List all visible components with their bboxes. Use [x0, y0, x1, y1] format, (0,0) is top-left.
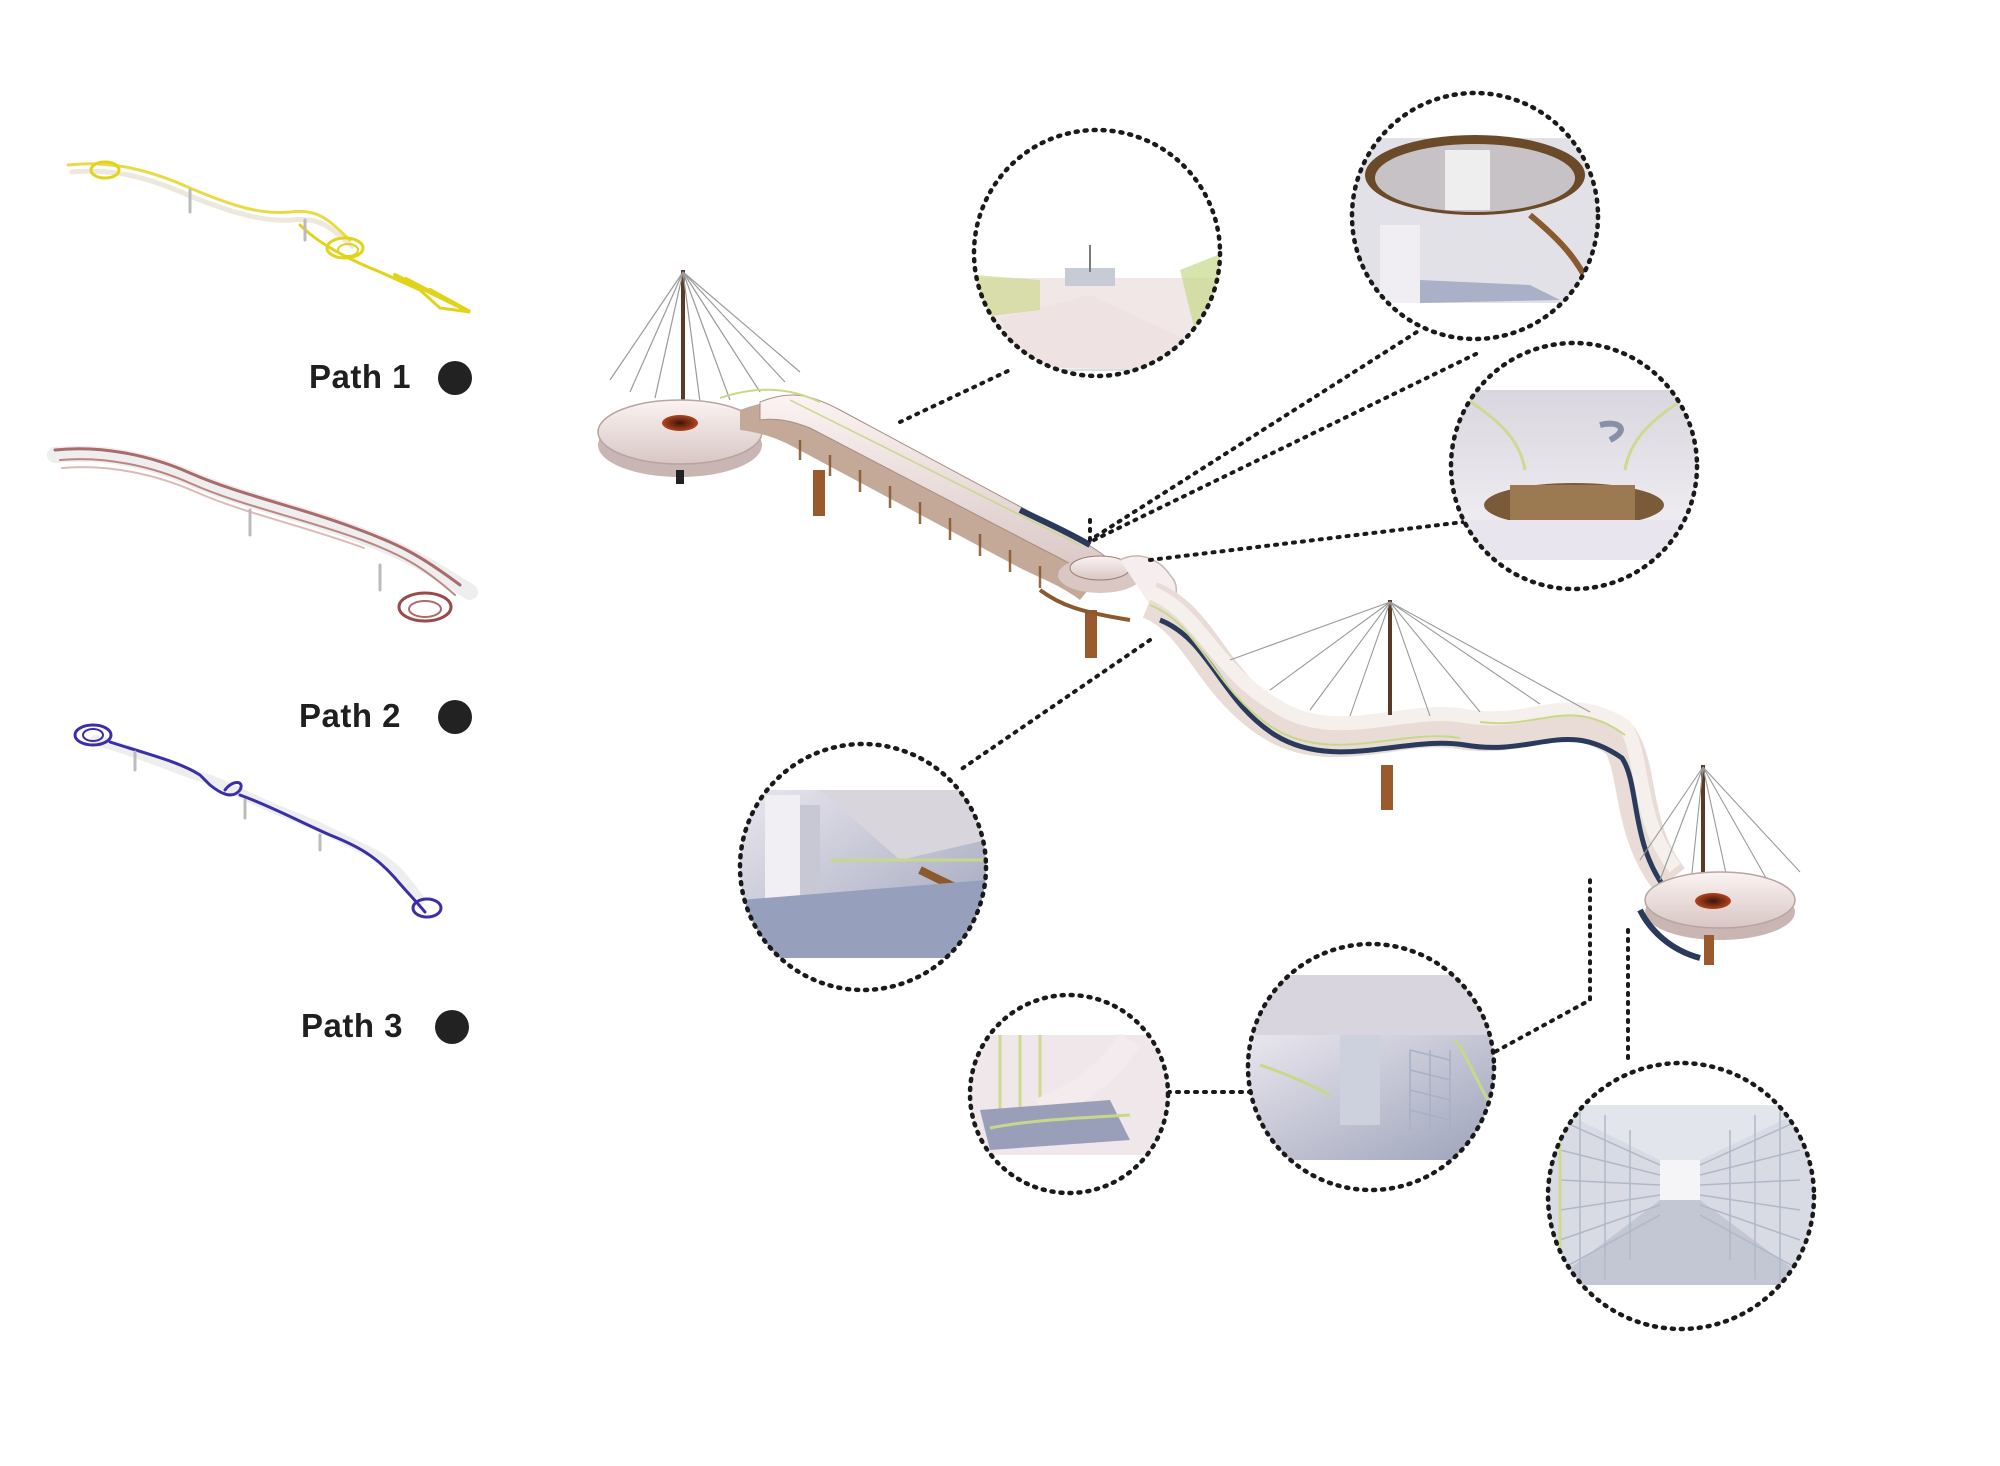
path-2-dot	[438, 700, 472, 734]
path-3-sketch	[73, 723, 443, 919]
view-under-ring	[1349, 90, 1601, 342]
left-mast	[609, 270, 801, 425]
view-deck-perspective	[971, 127, 1223, 379]
left-ring-platform	[597, 399, 763, 484]
pier-1	[813, 470, 825, 516]
left-main-deck	[719, 388, 1111, 600]
view-side-railing	[967, 992, 1171, 1196]
path-2-sketch	[47, 445, 478, 623]
path-2-label: Path 2	[299, 697, 402, 734]
path-1-dot	[438, 361, 472, 395]
leader-lines	[898, 328, 1630, 1094]
view-tunnel-screen	[1245, 941, 1497, 1193]
mid-mast	[1229, 600, 1591, 717]
path-3-dot	[435, 1010, 469, 1044]
view-lattice-corridor	[1545, 1060, 1817, 1332]
pier-2	[1085, 610, 1097, 658]
right-mast	[1639, 765, 1801, 893]
path-1-sketch	[66, 160, 471, 314]
right-ring-platform	[1637, 871, 1796, 965]
path-3-label: Path 3	[301, 1007, 404, 1044]
pier-3	[1381, 765, 1393, 810]
view-under-deck	[737, 741, 989, 993]
view-inner-hub	[1448, 340, 1700, 592]
bridge-model	[597, 270, 1801, 965]
path-1-label: Path 1	[309, 358, 412, 395]
right-wavy-deck	[1141, 582, 1686, 894]
